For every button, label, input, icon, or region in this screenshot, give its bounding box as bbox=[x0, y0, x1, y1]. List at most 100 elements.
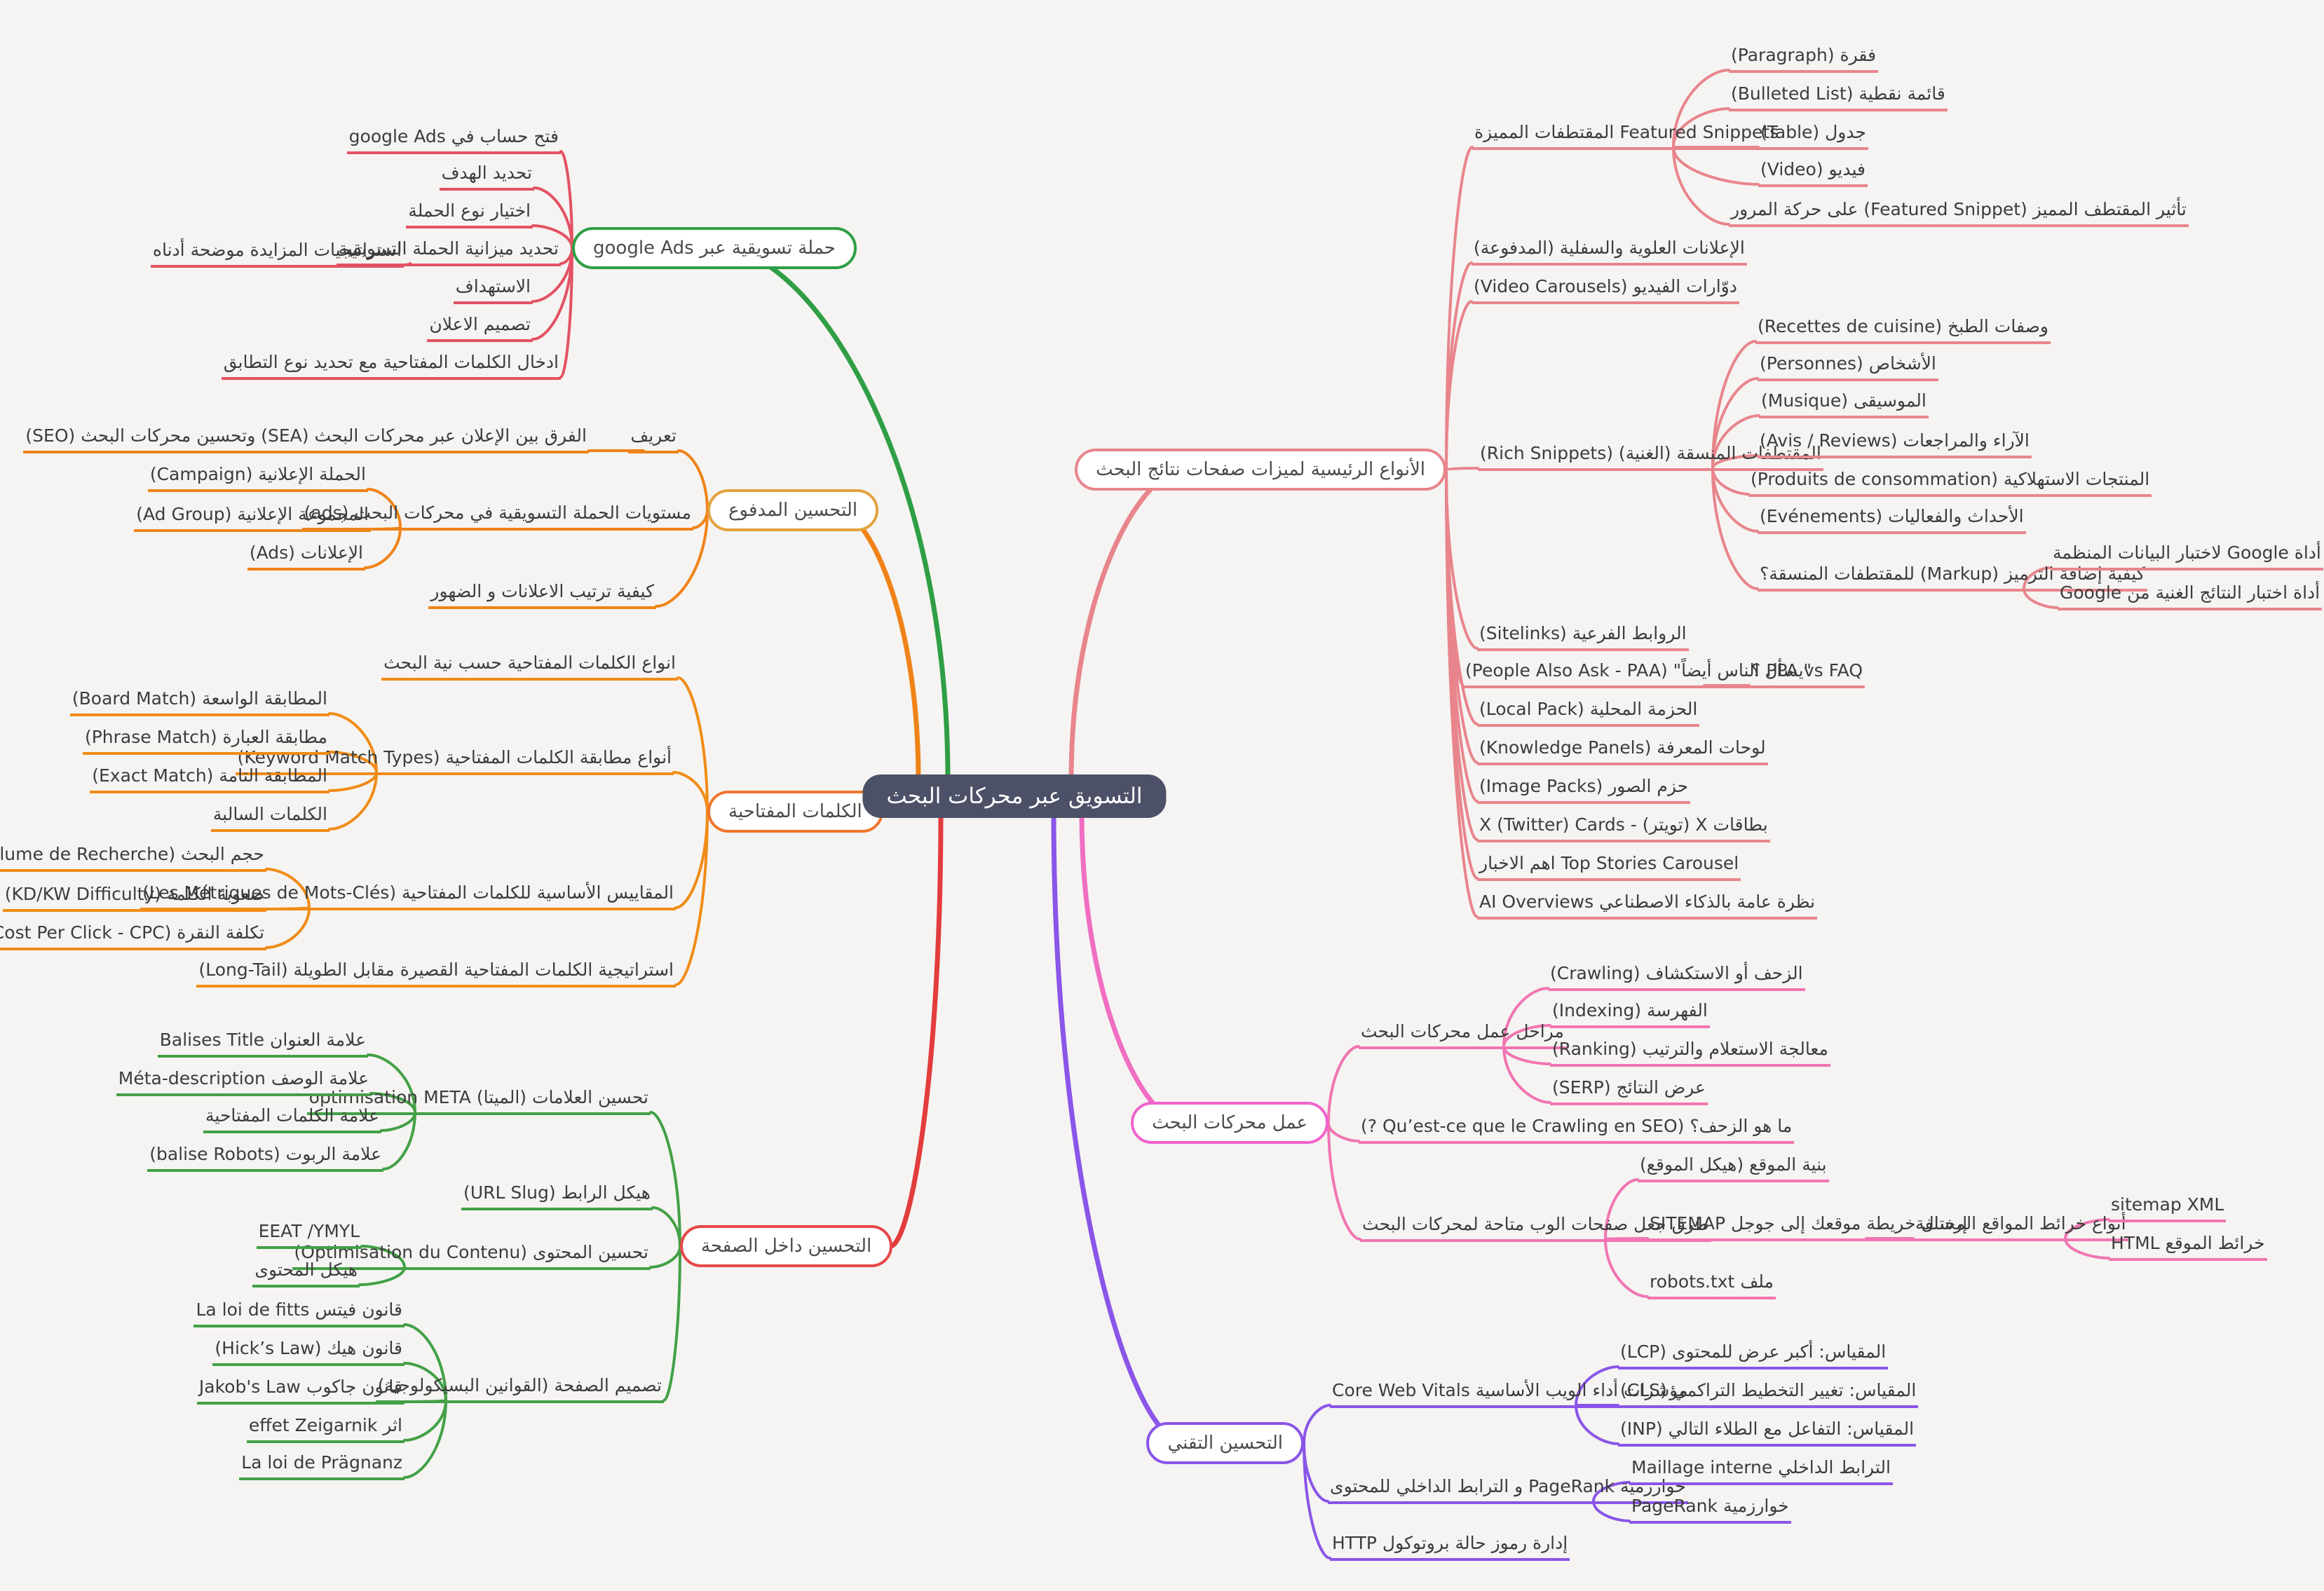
topic-leaf[interactable]: إرسال خريطة موقعك إلى جوجل SITEMAP bbox=[1647, 1212, 1970, 1241]
topic-leaf[interactable]: حجم البحث (Volume de Recherche) bbox=[0, 842, 266, 872]
topic-leaf[interactable]: مستويات الحملة التسويقية في محركات البحث… bbox=[301, 501, 693, 531]
mindmap-root-topic[interactable]: التسويق عبر محركات البحث bbox=[862, 774, 1167, 818]
topic-leaf[interactable]: خرائط الموقع HTML bbox=[2109, 1231, 2267, 1261]
topic-leaf[interactable]: المقياس: أكبر عرض للمحتوى (LCP) bbox=[1618, 1340, 1889, 1370]
topic-leaf[interactable]: الفهرسة (Indexing) bbox=[1550, 999, 1710, 1028]
topic-leaf[interactable]: اثر effet Zeigarnik bbox=[246, 1414, 405, 1443]
topic-leaf[interactable]: مطابقة العبارة (Phrase Match) bbox=[82, 725, 329, 755]
topic-leaf[interactable]: المقياس: تغيير التخطيط التراكمي (CLS) bbox=[1618, 1379, 1919, 1408]
topic-leaf[interactable]: المقياس: التفاعل مع الطلاء التالي (INP) bbox=[1618, 1417, 1917, 1447]
topic-leaf[interactable]: طرق جعل صفحات الوب متاحة لمحركات البحث bbox=[1360, 1213, 1711, 1242]
topic-leaf[interactable]: قانون فيتس La loi de fitts bbox=[193, 1298, 405, 1327]
topic-leaf[interactable]: استراتيجيات المزايدة موضحة أدناه bbox=[150, 238, 404, 268]
topic-leaf[interactable]: معالجة الاستعلام والترتيب (Ranking) bbox=[1550, 1037, 1830, 1067]
topic-leaf[interactable]: لوحات المعرفة (Knowledge Panels) bbox=[1477, 736, 1768, 765]
topic-leaf[interactable]: sitemap XML bbox=[2109, 1193, 2227, 1222]
topic-leaf[interactable]: وصفات الطبخ (Recettes de cuisine) bbox=[1755, 315, 2051, 344]
topic-leaf[interactable]: الزحف أو الاستكشاف (Crawling) bbox=[1548, 962, 1805, 991]
topic-leaf[interactable]: الحملة الإعلانية (Campaign) bbox=[147, 463, 368, 492]
topic-leaf[interactable]: أداة اختبار النتائج الغنية من Google bbox=[2058, 581, 2323, 610]
topic-leaf[interactable]: La loi de Prägnanz bbox=[239, 1451, 405, 1480]
topic-leaf[interactable]: تعريف bbox=[628, 424, 679, 453]
topic-leaf[interactable]: تصميم الصفحة (القوانين البسيكولوجية) bbox=[375, 1374, 664, 1403]
topic-leaf[interactable]: علامة الربوت (balise Robots) bbox=[147, 1142, 383, 1172]
topic-leaf[interactable]: إدارة رموز حالة بروتوكول HTTP bbox=[1330, 1531, 1570, 1561]
connector bbox=[1445, 468, 1479, 918]
topic-leaf[interactable]: نظرة عامة بالذكاء الاصطناعي AI Overviews bbox=[1477, 890, 1818, 920]
branch-keywords[interactable]: الكلمات المفتاحية bbox=[707, 791, 883, 833]
branch-google-ads-campaign[interactable]: حملة تسويقية عبر google Ads bbox=[572, 227, 857, 269]
topic-leaf[interactable]: الآراء والمراجعات (Avis / Reviews) bbox=[1758, 429, 2032, 458]
topic-leaf[interactable]: فقرة (Paragraph) bbox=[1729, 43, 1879, 73]
topic-leaf[interactable]: ما هو الزحف؟ (Qu’est-ce que le Crawling … bbox=[1359, 1114, 1795, 1144]
topic-leaf[interactable]: المطابقة الواسعة (Board Match) bbox=[69, 687, 329, 716]
topic-leaf[interactable]: كيفية إضافة الترميز (Markup) للمقتطفات ا… bbox=[1758, 562, 2147, 592]
topic-leaf[interactable]: أداة Google لاختبار البيانات المنظمة bbox=[2051, 541, 2323, 571]
topic-leaf[interactable]: الموسيقى (Musique) bbox=[1759, 389, 1929, 418]
topic-leaf[interactable]: مراحل عمل محركات البحث bbox=[1359, 1020, 1566, 1049]
topic-leaf[interactable]: تحديد ميزانية الحملة التسويقية bbox=[336, 237, 561, 266]
topic-leaf[interactable]: أنواع مطابقة الكلمات المفتاحية (Keyword … bbox=[235, 746, 674, 775]
topic-leaf[interactable]: الأحداث والفعاليات (Evénements) bbox=[1758, 505, 2026, 534]
topic-leaf[interactable]: الإعلانات العلوية والسفلية (المدفوعة) bbox=[1472, 236, 1747, 266]
branch-paid-optimization[interactable]: التحسين المدفوع bbox=[707, 489, 879, 531]
topic-leaf[interactable]: بنية الموقع (هيكل الموقع) bbox=[1638, 1153, 1829, 1182]
connector bbox=[1303, 1442, 1331, 1559]
connector bbox=[367, 1053, 416, 1114]
branch-how-search-engines-work[interactable]: عمل محركات البحث bbox=[1131, 1102, 1329, 1144]
branch-technical-optimization[interactable]: التحسين التقني bbox=[1146, 1422, 1304, 1464]
topic-leaf[interactable]: الاستهداف bbox=[453, 275, 533, 304]
topic-leaf[interactable]: Featured Snippets المقتطفات المميزة bbox=[1472, 121, 1781, 150]
topic-leaf[interactable]: هيكل الرابط (URL Slug) bbox=[461, 1181, 653, 1210]
topic-leaf[interactable]: دوّارات الفيديو (Video Carousels) bbox=[1472, 275, 1739, 304]
topic-leaf[interactable]: تحسين المحتوى (Optimisation du Contenu) bbox=[292, 1241, 651, 1270]
topic-leaf[interactable]: تصميم الاعلان bbox=[427, 313, 533, 342]
topic-leaf[interactable]: الترابط الداخلي Maillage interne bbox=[1629, 1456, 1893, 1485]
topic-leaf[interactable]: EEAT /YMYL bbox=[256, 1220, 362, 1249]
topic-leaf[interactable]: الحزمة المحلية (Local Pack) bbox=[1477, 697, 1700, 727]
topic-leaf[interactable]: PPA vs FAQ ؟ bbox=[1749, 659, 1866, 688]
topic-leaf[interactable]: أنواع خرائط المواقع المختلفة bbox=[1913, 1212, 2128, 1241]
topic-leaf[interactable]: المطابقة التامة (Exact Match) bbox=[90, 764, 329, 793]
topic-leaf[interactable]: الأشخاص (Personnes) bbox=[1758, 352, 1938, 381]
topic-leaf[interactable]: اختيار نوع الحملة bbox=[406, 199, 533, 228]
topic-leaf[interactable]: هيكل المحتوى bbox=[252, 1258, 360, 1288]
topic-leaf[interactable]: تحسين العلامات (الميتا) optimisation MET… bbox=[306, 1086, 651, 1115]
topic-leaf[interactable]: علامة العنوان Balises Title bbox=[157, 1028, 368, 1058]
topic-leaf[interactable]: بطاقات X (تويتر) - X (Twitter) Cards bbox=[1477, 813, 1770, 842]
topic-leaf[interactable]: الإعلانات (Ads) bbox=[247, 541, 365, 571]
topic-leaf[interactable]: انواع الكلمات المفتاحية حسب نية البحث bbox=[381, 651, 678, 681]
topic-leaf[interactable]: المقاييس الأساسية للكلمات المفتاحية (Les… bbox=[140, 881, 676, 910]
topic-leaf[interactable]: Top Stories Carousel اهم الاخبار bbox=[1477, 852, 1741, 881]
topic-leaf[interactable]: المنتجات الاستهلاكية (Produits de consom… bbox=[1748, 467, 2152, 497]
topic-leaf[interactable]: ملف robots.txt bbox=[1647, 1270, 1776, 1299]
topic-leaf[interactable]: مؤشرات أداء الويب الأساسية Core Web Vita… bbox=[1330, 1379, 1690, 1408]
topic-leaf[interactable]: قانون جاكوب Jakob's Law bbox=[196, 1375, 405, 1405]
topic-leaf[interactable]: جدول (Table) bbox=[1758, 121, 1868, 150]
topic-leaf[interactable]: خوارزمية PageRank bbox=[1629, 1494, 1791, 1524]
topic-leaf[interactable]: فتح حساب في google Ads bbox=[346, 125, 561, 154]
topic-leaf[interactable]: قانون هيك (Hick’s Law) bbox=[212, 1337, 405, 1366]
topic-leaf[interactable]: كيفية ترتيب الاعلانات و الضهور bbox=[428, 580, 656, 609]
topic-leaf[interactable]: الكلمات السالبة bbox=[210, 803, 329, 832]
topic-leaf[interactable]: المقتطفات المنسقة (الغنية) (Rich Snippet… bbox=[1478, 442, 1823, 471]
topic-leaf[interactable]: خوارزمية PageRank و الترابط الداخلي للمح… bbox=[1328, 1475, 1688, 1504]
topic-leaf[interactable]: عرض النتائج (SERP) bbox=[1550, 1076, 1708, 1105]
branch-serp-features[interactable]: الأنواع الرئيسية لميزات صفحات نتائج البح… bbox=[1075, 449, 1446, 491]
topic-leaf[interactable]: الروابط الفرعية (Sitelinks) bbox=[1477, 622, 1689, 651]
topic-leaf[interactable]: المجموعة الإعلانية (Ad Group) bbox=[134, 503, 371, 532]
topic-leaf[interactable]: تأثير المقتطف المميز (Featured Snippet) … bbox=[1729, 198, 2189, 227]
topic-leaf[interactable]: ادخال الكلمات المفتاحية مع تحديد نوع الت… bbox=[221, 350, 561, 380]
topic-leaf[interactable]: علامة الكلمات المفتاحية bbox=[203, 1104, 381, 1133]
topic-leaf[interactable]: تكلفة النقرة (Cost Per Click - CPC) bbox=[0, 921, 266, 950]
topic-leaf[interactable]: "يسأل الناس أيضاً" (People Also Ask - PA… bbox=[1463, 659, 1814, 688]
topic-leaf[interactable]: فيديو (Video) bbox=[1758, 158, 1868, 187]
topic-leaf[interactable]: حزم الصور (Image Packs) bbox=[1477, 774, 1691, 804]
topic-leaf[interactable]: قائمة نقطية (Bulleted List) bbox=[1729, 82, 1948, 111]
topic-leaf[interactable]: استراتيجية الكلمات المفتاحية القصيرة مقا… bbox=[196, 958, 676, 988]
topic-leaf[interactable]: الفرق بين الإعلان عبر محركات البحث (SEA)… bbox=[23, 424, 589, 453]
topic-leaf[interactable]: تحديد الهدف bbox=[439, 161, 534, 191]
topic-leaf[interactable]: علامة الوصف Méta-description bbox=[116, 1067, 371, 1096]
topic-leaf[interactable]: صعوبة الكلمة (KD/KW Difficulty) bbox=[2, 882, 266, 912]
branch-on-page-optimization[interactable]: التحسين داخل الصفحة bbox=[680, 1225, 893, 1267]
